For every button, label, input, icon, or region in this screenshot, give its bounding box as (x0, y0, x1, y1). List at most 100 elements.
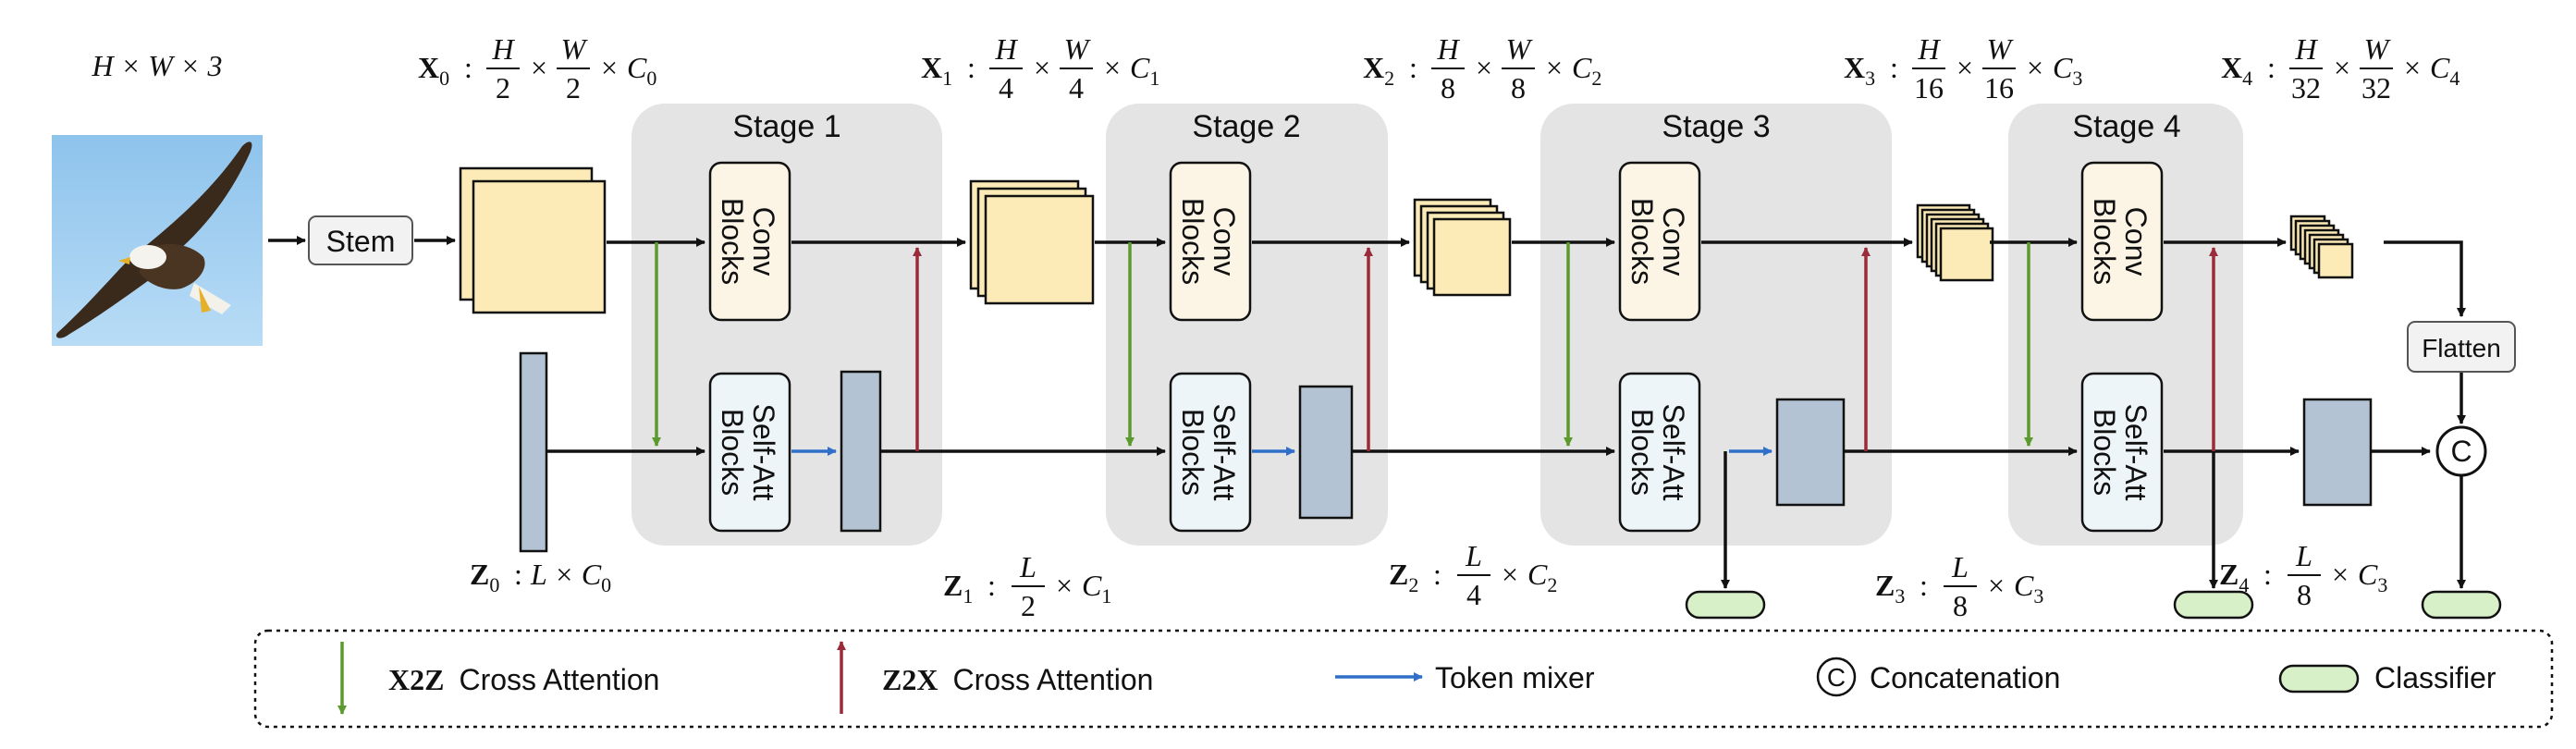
z-label-4: Z4: L8 × C3 (2219, 539, 2387, 611)
token-z3 (1775, 398, 1846, 507)
classifier-final (2421, 590, 2502, 620)
svg-text:W: W (2364, 32, 2392, 66)
x-label-var: X4 (2221, 51, 2252, 90)
x-label-var: X1 (921, 51, 952, 90)
stage-4-selfatt-block: Self-Att Blocks (2080, 372, 2164, 533)
svg-text:Blocks: Blocks (1176, 198, 1209, 285)
svg-text:W: W (561, 32, 589, 66)
svg-text:×: × (1546, 51, 1563, 84)
svg-text:Self-Att: Self-Att (1657, 404, 1690, 501)
svg-text:×: × (2027, 51, 2043, 84)
svg-text::: : (2263, 558, 2272, 591)
x-label-frac-h: H32 (2289, 32, 2323, 104)
token-z2 (1298, 385, 1354, 520)
legend-z2x: Z2X Cross Attention (882, 663, 1153, 696)
svg-text:Conv: Conv (1657, 207, 1690, 276)
svg-text:×: × (531, 51, 547, 84)
svg-text:×: × (1476, 51, 1492, 84)
z2x-arrows (913, 247, 2218, 451)
z-label-var: Z4 (2219, 558, 2249, 596)
svg-text:×: × (2332, 558, 2349, 591)
svg-text:W: W (1506, 32, 1534, 66)
x-label-channels: C1 (1130, 51, 1159, 90)
legend-classifier: Classifier (2374, 661, 2496, 694)
z-label-0: Z0:L × C0 (470, 558, 611, 596)
svg-text:8: 8 (1953, 589, 1968, 622)
stage-4-bg (2008, 104, 2243, 546)
stage-3-conv-block: Conv Blocks (1618, 161, 1701, 322)
token-z4 (2302, 398, 2373, 507)
x-label-frac-h: H8 (1431, 32, 1465, 104)
x-label-channels: C3 (2053, 51, 2082, 90)
stage-2-selfatt-block: Self-Att Blocks (1169, 372, 1252, 533)
x-label-var: X2 (1363, 51, 1394, 90)
z-label-frac: L4 (1457, 539, 1490, 611)
svg-text:×: × (1988, 569, 2005, 602)
svg-text:Blocks: Blocks (716, 198, 749, 285)
x-label-0: X0:H2×W2×C0 (418, 32, 656, 104)
x-label-channels: C2 (1572, 51, 1601, 90)
z-label-var: Z1 (943, 569, 973, 608)
x-label-frac-w: W2 (557, 32, 590, 104)
svg-text:×: × (2404, 51, 2421, 84)
stage-2-conv-block: Conv Blocks (1169, 161, 1252, 322)
svg-text:32: 32 (2361, 71, 2391, 104)
svg-text:L: L (1465, 539, 1482, 572)
x-label-frac-w: W8 (1502, 32, 1535, 104)
svg-text:2: 2 (566, 71, 581, 104)
svg-text:Blocks: Blocks (2088, 198, 2121, 285)
x-label-frac-w: W16 (1982, 32, 2016, 104)
legend-token-mixer: Token mixer (1435, 661, 1595, 694)
stem-box (308, 215, 413, 265)
eagle-input-image (52, 135, 263, 346)
flatten-label: Flatten (2422, 334, 2501, 362)
x-path-arrows (607, 238, 2466, 317)
classifier-drop-arrows (1721, 372, 2466, 589)
svg-text:H: H (1917, 32, 1941, 66)
x-label-3: X3:H16×W16×C3 (1844, 32, 2082, 104)
svg-text:W: W (1987, 32, 2015, 66)
legend-concatenation: Concatenation (1870, 661, 2060, 694)
z-label-channels: C3 (2358, 558, 2387, 596)
feature-map-x1 (969, 179, 1095, 305)
svg-text::: : (1409, 51, 1417, 84)
svg-text:2: 2 (1021, 589, 1036, 622)
x-label-1: X1:H4×W4×C1 (921, 32, 1159, 104)
x-label-frac-w: W 32 (2360, 32, 2393, 104)
svg-text:H: H (994, 32, 1018, 66)
svg-text::: : (1920, 569, 1928, 602)
legend-x2z: X2Z Cross Attention (388, 663, 659, 696)
feature-map-x3 (1916, 203, 1994, 282)
svg-text::: : (514, 558, 522, 591)
svg-text:8: 8 (1441, 71, 1455, 104)
x-label-var: X3 (1844, 51, 1875, 90)
stage-4-conv-block: Conv Blocks (2080, 161, 2164, 322)
feature-map-x0 (459, 166, 607, 314)
svg-text:Blocks: Blocks (1176, 409, 1209, 496)
x-label-channels: C0 (627, 51, 656, 90)
z-label-3: Z3: L 8 × C3 (1875, 550, 2043, 622)
stem-label: Stem (326, 225, 396, 258)
svg-text::: : (987, 569, 996, 602)
svg-text:2: 2 (496, 71, 510, 104)
svg-text::: : (2267, 51, 2275, 84)
stage-3-title: Stage 3 (1662, 109, 1770, 144)
stage-2-title: Stage 2 (1192, 109, 1300, 144)
input-dims-label: H × W × 3 (92, 49, 223, 82)
legend-concat-icon (1816, 657, 1857, 697)
classifier-stage-3 (1685, 590, 1766, 620)
svg-text:Conv: Conv (2119, 207, 2153, 276)
z-label-var: Z3 (1875, 569, 1905, 608)
z-label-channels: C3 (2014, 569, 2043, 608)
svg-text::: : (1433, 558, 1441, 591)
svg-text:Blocks: Blocks (716, 409, 749, 496)
stage-1-conv-block: Conv Blocks (708, 161, 791, 322)
svg-text:H: H (1436, 32, 1460, 66)
stage-3-selfatt-block: Self-Att Blocks (1618, 372, 1701, 533)
z-label-1: Z1:L2×C1 (943, 550, 1111, 622)
svg-text:L: L (1951, 550, 1969, 583)
z-label-frac: L8 (2288, 539, 2321, 611)
